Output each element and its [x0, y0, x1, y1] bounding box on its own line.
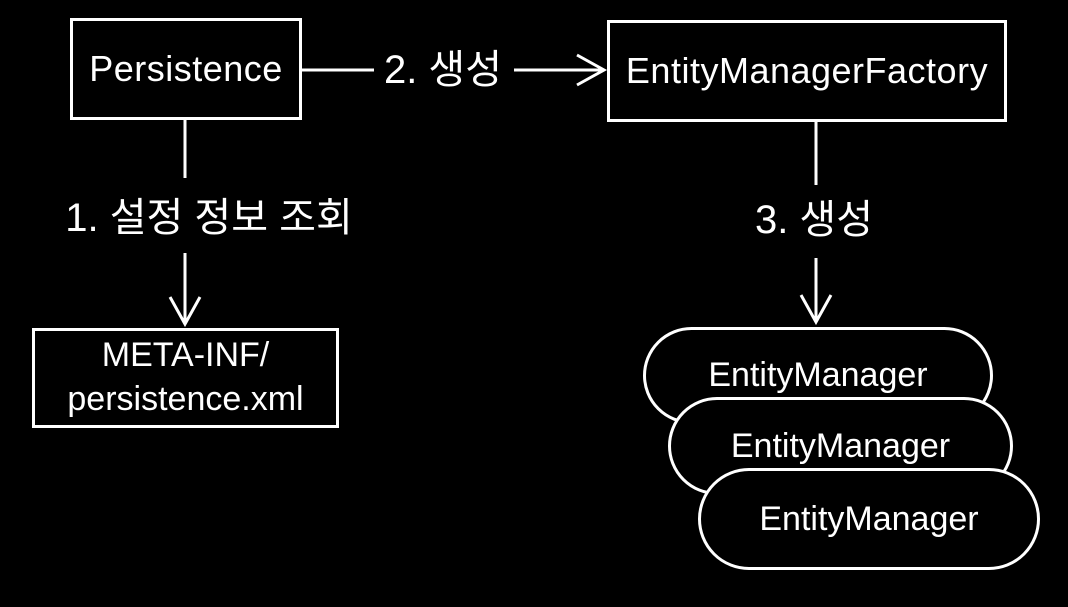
step3-label: 3. 생성 — [750, 198, 878, 242]
step2-connector — [302, 53, 608, 87]
step2-arrowhead-right-icon — [576, 53, 608, 87]
entity-manager-factory-box: EntityManagerFactory — [607, 20, 1007, 122]
persistence-xml-line1: META-INF/ — [101, 336, 270, 375]
entity-manager-label-2: EntityManager — [730, 426, 951, 465]
persistence-xml-box: META-INF/ persistence.xml — [32, 328, 339, 428]
persistence-xml-line2: persistence.xml — [67, 380, 304, 418]
step3-arrowhead-down-icon — [799, 294, 833, 326]
step1-connector — [168, 120, 202, 328]
step2-label: 2. 생성 — [379, 48, 507, 92]
persistence-box: Persistence — [70, 18, 302, 120]
step1-label: 1. 설정 정보 조회 — [61, 196, 357, 240]
entity-manager-label-1: EntityManager — [708, 356, 928, 394]
step1-arrowhead-down-icon — [168, 296, 202, 328]
step3-connector — [799, 122, 833, 326]
persistence-label: Persistence — [89, 48, 283, 90]
entity-manager-factory-label: EntityManagerFactory — [625, 50, 989, 92]
entity-manager-label-3: EntityManager — [759, 499, 979, 538]
entity-manager-pill-3: EntityManager — [698, 468, 1040, 570]
